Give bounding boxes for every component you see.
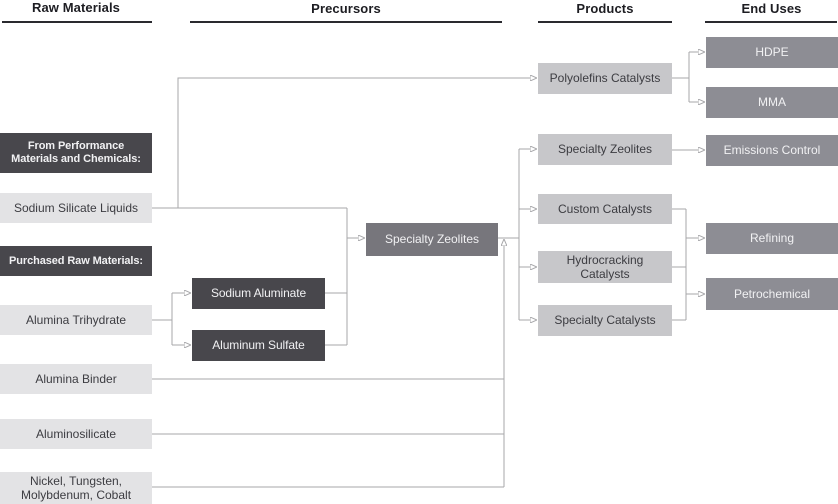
connector-line [177,78,530,208]
node-alumina-binder: Alumina Binder [0,364,152,394]
header-underline-products [538,21,672,23]
node-alumina-trihydrate: Alumina Trihydrate [0,305,152,335]
node-sodium-silicate-liquids: Sodium Silicate Liquids [0,193,152,223]
node-refining: Refining [706,223,838,254]
node-nickel-tungsten-molybdenum-cobalt: Nickel, Tungsten, Molybdenum, Cobalt [0,472,152,504]
header-underline-end-uses [705,21,837,23]
node-mma: MMA [706,87,838,118]
header-underline-raw-materials [2,21,152,23]
node-from-performance-materials-label: From Performance Materials and Chemicals… [0,133,152,173]
node-specialty-zeolites-precursor: Specialty Zeolites [366,223,498,256]
node-sodium-aluminate: Sodium Aluminate [192,278,325,309]
column-header-end-uses: End Uses [741,1,802,16]
node-custom-catalysts: Custom Catalysts [538,194,672,224]
header-underline-precursors [190,21,502,23]
node-specialty-catalysts: Specialty Catalysts [538,305,672,336]
column-header-raw-materials: Raw Materials [31,0,120,15]
node-hdpe: HDPE [706,37,838,68]
node-aluminum-sulfate: Aluminum Sulfate [192,330,325,361]
column-header-precursors: Precursors [311,1,381,16]
node-petrochemical: Petrochemical [706,278,838,310]
node-purchased-raw-materials-label: Purchased Raw Materials: [0,246,152,276]
node-hydrocracking-catalysts: Hydrocracking Catalysts [538,251,672,283]
node-specialty-zeolites-product: Specialty Zeolites [538,134,672,165]
column-header-products: Products [576,1,634,16]
node-aluminosilicate: Aluminosilicate [0,419,152,449]
node-polyolefins-catalysts: Polyolefins Catalysts [538,63,672,94]
node-emissions-control: Emissions Control [706,135,838,166]
